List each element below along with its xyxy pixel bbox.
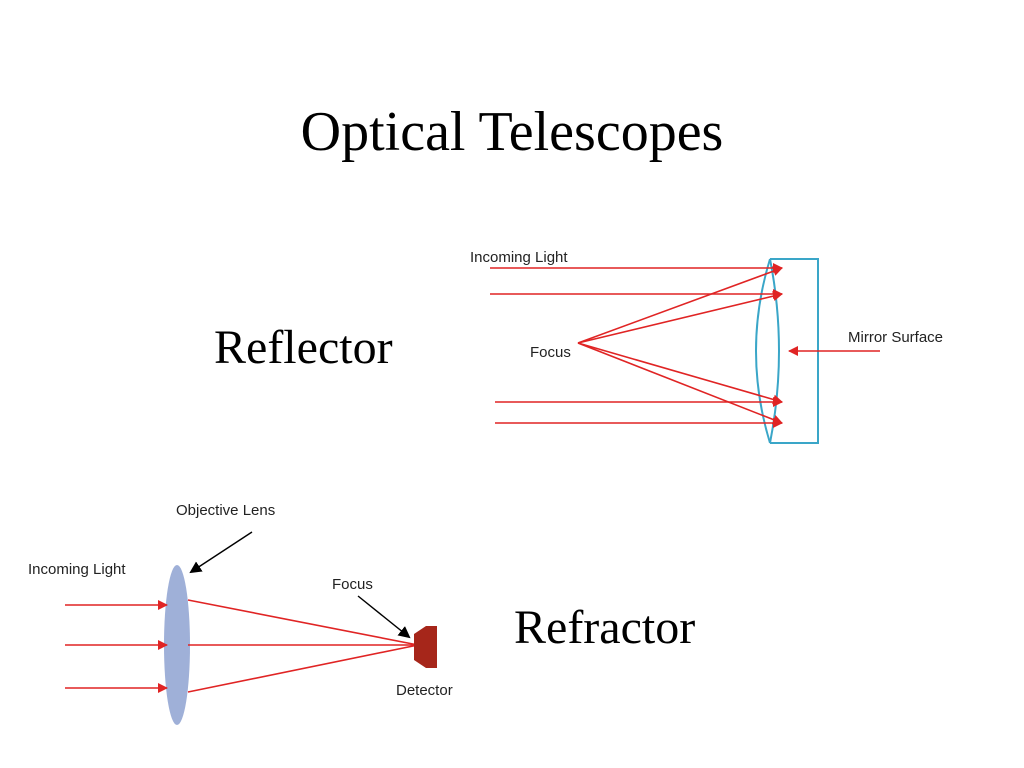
reflector-diagram: Incoming Light Focus Mirror Surface bbox=[470, 249, 943, 444]
refractor-ray bbox=[187, 599, 419, 646]
reflector-ray bbox=[577, 342, 783, 425]
objective-lens-label: Objective Lens bbox=[176, 502, 275, 519]
refractor-incoming-rays bbox=[65, 600, 168, 693]
reflector-label: Reflector bbox=[214, 321, 393, 374]
reflector-incoming-rays bbox=[490, 263, 783, 428]
reflector-ray bbox=[577, 266, 783, 344]
refractor-converging-rays bbox=[187, 599, 419, 693]
page-title: Optical Telescopes bbox=[300, 101, 724, 163]
objective-lens bbox=[164, 565, 190, 725]
reflector-focus-label: Focus bbox=[530, 344, 571, 361]
reflector-incoming-light-label: Incoming Light bbox=[470, 249, 568, 266]
objective-lens-pointer bbox=[189, 531, 253, 574]
refractor-incoming-light-label: Incoming Light bbox=[28, 561, 126, 578]
mirror-surface-label: Mirror Surface bbox=[848, 329, 943, 346]
refractor-focus-label: Focus bbox=[332, 576, 373, 593]
reflector-ray bbox=[577, 291, 783, 344]
focus-pointer bbox=[357, 595, 411, 639]
detector bbox=[414, 626, 437, 668]
refractor-diagram: Objective Lens Incoming Light Focus Dete… bbox=[28, 502, 453, 725]
detector-label: Detector bbox=[396, 682, 453, 699]
refractor-label: Refractor bbox=[514, 601, 696, 654]
reflector-focused-rays bbox=[577, 266, 783, 425]
reflector-ray bbox=[577, 342, 783, 405]
refractor-ray bbox=[187, 644, 419, 693]
